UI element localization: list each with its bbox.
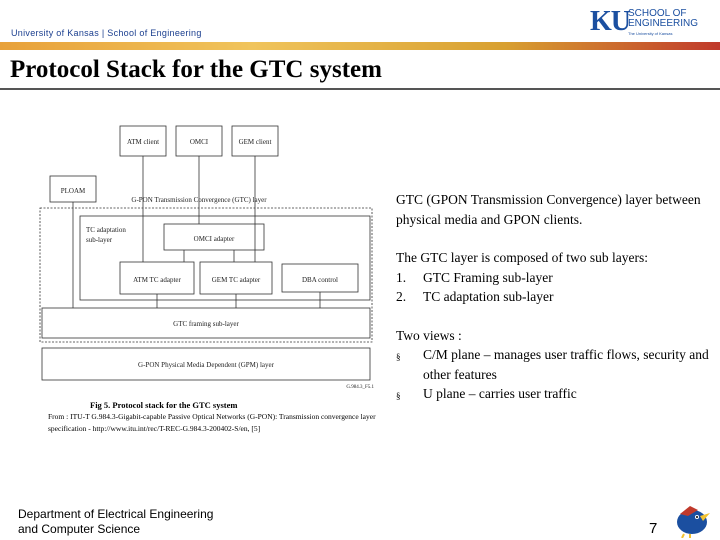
tc-adaptation-label-2: sub-layer bbox=[86, 236, 113, 244]
logo-line-2: ENGINEERING bbox=[628, 18, 699, 29]
bullet-icon: § bbox=[396, 352, 401, 362]
sublayer-text: TC adaptation sub-layer bbox=[423, 289, 554, 304]
gpm-layer-label: G-PON Physical Media Dependent (GPM) lay… bbox=[138, 361, 275, 369]
gpm-layer-box bbox=[41, 347, 371, 381]
bullet-icon: § bbox=[396, 391, 401, 401]
gtc-framing-box bbox=[41, 307, 371, 339]
figure-caption: Fig 5. Protocol stack for the GTC system bbox=[90, 400, 238, 410]
tc-adaptation-label-1: TC adaptation bbox=[86, 226, 126, 234]
dba-control-label: DBA control bbox=[302, 276, 338, 284]
institution-label: University of Kansas | School of Enginee… bbox=[11, 28, 202, 38]
department-footer: Department of Electrical Engineering and… bbox=[18, 507, 213, 537]
sublayers-intro: The GTC layer is composed of two sub lay… bbox=[396, 250, 648, 265]
atm-tc-adapter-label: ATM TC adapter bbox=[133, 276, 181, 284]
department-line-2: and Computer Science bbox=[18, 522, 141, 536]
header-color-bar bbox=[0, 42, 720, 50]
gtc-description: GTC (GPON Transmission Convergence) laye… bbox=[396, 192, 701, 227]
sublayer-number: 2. bbox=[396, 289, 407, 304]
view-item: § C/M plane – manages user traffic flows… bbox=[396, 345, 714, 384]
view-text: C/M plane – manages user traffic flows, … bbox=[423, 347, 709, 382]
atm-client-label: ATM client bbox=[127, 138, 159, 146]
views-intro: Two views : bbox=[396, 327, 462, 343]
tc-adaptation-box bbox=[79, 215, 371, 301]
logo-text: SCHOOL OF ENGINEERING bbox=[628, 9, 698, 29]
title-divider bbox=[0, 88, 720, 90]
slide-title: Protocol Stack for the GTC system bbox=[10, 56, 382, 83]
protocol-stack-diagram: ATM client OMCI GEM client PLOAM G-PON T… bbox=[39, 125, 374, 390]
gem-client-label: GEM client bbox=[239, 138, 272, 146]
ploam-label: PLOAM bbox=[61, 187, 86, 195]
view-text: U plane – carries user traffic bbox=[423, 386, 577, 401]
omci-adapter-label: OMCI adapter bbox=[194, 235, 235, 243]
sublayer-item: 1. GTC Framing sub-layer bbox=[396, 268, 714, 288]
ku-logo-mark: KU bbox=[590, 6, 631, 37]
sublayer-number: 1. bbox=[396, 269, 407, 285]
body-text: GTC (GPON Transmission Convergence) laye… bbox=[396, 190, 714, 407]
slide-number: 7 bbox=[649, 520, 658, 537]
ku-engineering-logo: KU SCHOOL OF ENGINEERING The University … bbox=[590, 6, 700, 42]
gem-tc-adapter-label: GEM TC adapter bbox=[212, 276, 261, 284]
figure-code: G.984.3_F5.1 bbox=[346, 385, 374, 390]
logo-tagline: The University of Kansas bbox=[628, 31, 673, 36]
view-item: § U plane – carries user traffic bbox=[396, 384, 714, 407]
logo-line-1: SCHOOL OF bbox=[628, 8, 687, 19]
figure-source: From : ITU-T G.984.3-Gigabit-capable Pas… bbox=[48, 412, 376, 433]
department-line-1: Department of Electrical Engineering bbox=[18, 507, 214, 521]
gtc-layer-label: G-PON Transmission Convergence (GTC) lay… bbox=[131, 196, 267, 204]
gtc-layer-box bbox=[39, 207, 373, 343]
gtc-framing-label: GTC framing sub-layer bbox=[173, 320, 239, 328]
omci-adapter-box bbox=[163, 223, 265, 251]
jayhawk-mascot-icon bbox=[677, 506, 710, 538]
sublayer-item: 2. TC adaptation sub-layer bbox=[396, 287, 714, 307]
sublayer-text: GTC Framing sub-layer bbox=[423, 269, 553, 285]
omci-label: OMCI bbox=[190, 138, 209, 146]
